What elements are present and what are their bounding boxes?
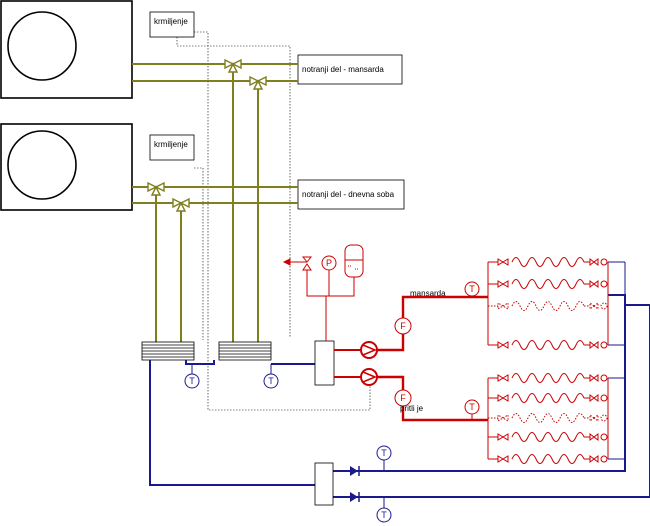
supply-header [314, 340, 335, 386]
svg-text:T: T [381, 510, 387, 520]
heat-exchanger-right [218, 341, 272, 361]
temperature-sensor: T [263, 373, 279, 389]
manifold-attic [487, 261, 626, 346]
safety-valve-icon [282, 256, 313, 271]
temperature-sensor: T [376, 507, 392, 523]
heating-loop [488, 340, 608, 350]
outdoor-unit-upper [0, 0, 133, 99]
heating-loop-spare [488, 301, 608, 311]
heating-loop-spare [488, 413, 608, 423]
manifold-ground [487, 377, 626, 460]
control-box-lower: krmiljenje [149, 134, 195, 161]
temperature-sensor: T [184, 373, 200, 389]
svg-text:T: T [189, 376, 195, 386]
control-box-upper: krmiljenje [149, 11, 195, 38]
three-way-valve-living-2 [172, 197, 190, 212]
svg-text:T: T [469, 402, 475, 412]
three-way-valve-living-1 [147, 181, 165, 196]
flow-meter: F [394, 389, 412, 407]
three-way-valve-attic-2 [249, 75, 267, 90]
outdoor-unit-lower [0, 123, 133, 211]
indoor-label-living: notranji del - dnevna soba [302, 190, 395, 199]
expansion-vessel [344, 244, 364, 278]
flow-meter: F [394, 317, 412, 335]
indoor-unit-attic: notranji del - mansarda [297, 54, 403, 85]
heating-loop [488, 393, 608, 403]
indoor-label-attic: notranji del - mansarda [302, 65, 384, 74]
heating-loop [488, 432, 608, 442]
svg-text:F: F [400, 321, 406, 331]
indoor-unit-living: notranji del - dnevna soba [297, 179, 405, 210]
pump-icon [334, 368, 378, 386]
heating-loop [488, 257, 608, 267]
control-wiring [176, 31, 371, 411]
pump-icon [334, 341, 378, 359]
heat-exchanger-left [141, 341, 195, 361]
svg-text:T: T [381, 448, 387, 458]
svg-text:P: P [326, 258, 332, 268]
fan-icon [7, 130, 77, 200]
three-way-valve-attic-1 [224, 58, 242, 73]
pressure-gauge: P [321, 255, 337, 271]
check-valve-lower [350, 492, 360, 502]
branch-label-ground: pritli je [400, 404, 424, 413]
heating-loop [488, 373, 608, 383]
check-valve-upper [350, 466, 360, 476]
temperature-sensor: T [464, 399, 480, 415]
temperature-sensor: T [376, 445, 392, 461]
svg-text:F: F [400, 393, 406, 403]
fan-icon [7, 11, 77, 81]
branch-label-attic: mansarda [410, 289, 446, 298]
control-label-lower: krmiljenje [154, 140, 188, 149]
svg-text:T: T [268, 376, 274, 386]
svg-text:T: T [469, 284, 475, 294]
temperature-sensor: T [464, 281, 480, 297]
heating-loop [488, 279, 608, 289]
return-distributor [314, 462, 334, 506]
expansion-and-safety [306, 270, 355, 341]
heating-loop [488, 454, 608, 464]
refrigerant-lines [132, 63, 298, 342]
control-label-upper: krmiljenje [154, 17, 188, 26]
